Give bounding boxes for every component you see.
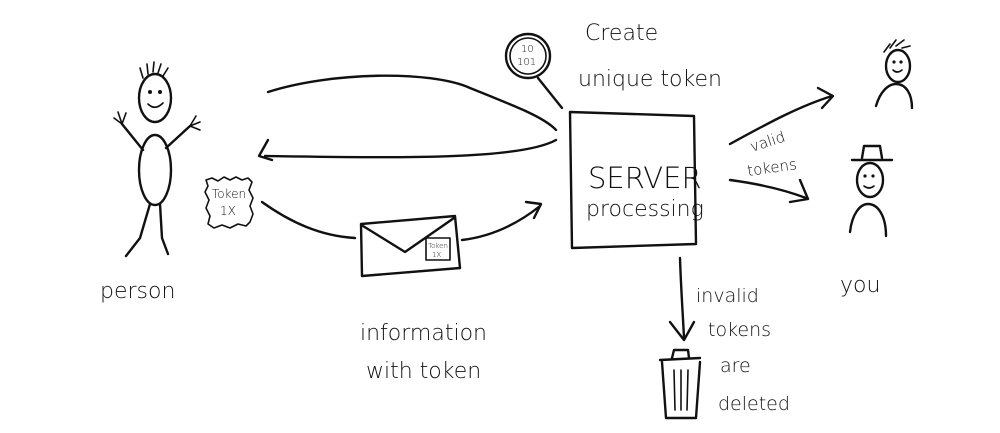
token-card-line2: 1X	[220, 204, 236, 218]
receiver-top-eye-right	[899, 60, 903, 64]
token-return-arrowhead	[257, 138, 274, 162]
valid-arrow-down	[728, 178, 808, 200]
valid-arrow-up	[728, 94, 834, 146]
you-shoulders	[848, 202, 888, 238]
token-card-line1: Token	[212, 187, 246, 201]
server-label-line1: SERVER	[588, 161, 702, 195]
person-hand-right	[189, 115, 201, 131]
envelope-flap	[361, 216, 456, 254]
create-label-line2: unique token	[578, 67, 722, 92]
person-figure	[113, 61, 201, 258]
you-label: you	[840, 273, 880, 298]
token-card-border	[204, 176, 254, 229]
you-eye-left	[863, 174, 867, 178]
person-arm-right	[164, 124, 192, 150]
envelope-token-line2: 1X	[432, 251, 441, 259]
info-label-line1: information	[360, 321, 487, 346]
trash-handle	[670, 348, 691, 360]
magnifier-lens	[504, 32, 552, 80]
you-eye-right	[871, 174, 875, 178]
you-mouth	[863, 185, 875, 189]
valid-arrow-up-head	[816, 86, 835, 110]
person-leg-right	[158, 202, 170, 256]
magnifier-handle	[536, 76, 564, 110]
invalid-arrow-head	[668, 320, 696, 342]
valid-label-line2: tokens	[746, 155, 798, 180]
invalid-label-line1: invalid	[696, 285, 759, 307]
binary-line1: 10	[521, 44, 534, 55]
invalid-label-line2: tokens	[708, 319, 771, 341]
person-mouth	[147, 102, 164, 109]
trash-ribs	[673, 369, 689, 411]
binary-line2: 101	[517, 57, 536, 68]
receiver-top-hair	[883, 39, 911, 53]
receiver-top-eye-left	[892, 60, 896, 64]
person-arm-left	[120, 122, 145, 152]
envelope-body	[359, 214, 462, 278]
server-label-line2: processing	[586, 197, 704, 222]
info-arc-left	[260, 200, 357, 240]
person-eye-right	[158, 90, 162, 94]
receiver-top-mouth	[892, 69, 903, 73]
receiver-you-figure	[848, 144, 894, 238]
token-return-arc	[263, 138, 558, 159]
info-arrowhead	[524, 200, 543, 220]
magnifier-icon: 10 101	[504, 32, 564, 110]
trash-body	[660, 360, 702, 420]
magnifier-lens-inner	[509, 37, 547, 75]
person-body	[137, 133, 173, 207]
trash-lid	[658, 356, 702, 362]
info-label-line2: with token	[366, 359, 481, 384]
create-label-line1: Create	[585, 21, 658, 46]
server-box-border	[568, 110, 698, 250]
person-label: person	[100, 279, 175, 304]
token-card: Token 1X	[204, 176, 254, 229]
info-arc-right	[460, 204, 542, 242]
receiver-top-shoulders	[874, 82, 914, 110]
invalid-label-line4: deleted	[718, 393, 790, 415]
receiver-top-figure	[874, 39, 914, 110]
person-hand-left	[113, 111, 127, 125]
invalid-label-line3: are	[720, 355, 751, 377]
request-arc	[266, 74, 558, 132]
person-leg-left	[124, 202, 152, 258]
person-eye-left	[148, 90, 152, 94]
server-box: SERVER processing	[568, 110, 704, 250]
envelope-stamp	[425, 237, 451, 261]
invalid-arrow	[678, 256, 686, 340]
person-hair	[139, 61, 169, 79]
valid-arrow-down-head	[788, 178, 810, 204]
you-head	[855, 161, 885, 199]
envelope-token-line1: Token	[428, 242, 448, 250]
trash-can-icon	[658, 348, 702, 420]
hat-crown	[860, 144, 884, 160]
receiver-top-head	[884, 48, 912, 84]
envelope-icon: Token 1X	[359, 214, 462, 278]
person-head	[137, 72, 173, 124]
